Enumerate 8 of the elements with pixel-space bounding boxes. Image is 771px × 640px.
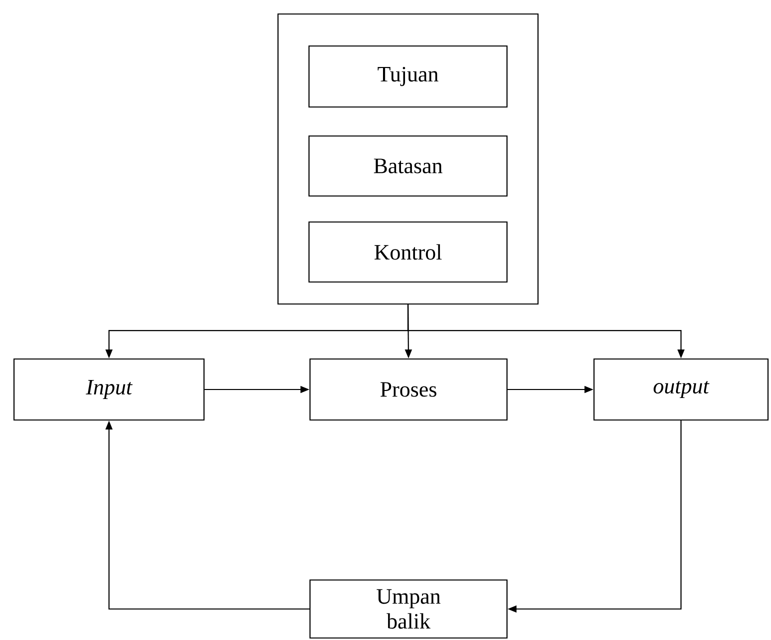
process-box: Batasan xyxy=(308,135,508,197)
process-box: Tujuan xyxy=(308,45,508,108)
process-box: Proses xyxy=(309,358,508,421)
process-box: output xyxy=(593,358,769,421)
process-box: Input xyxy=(13,358,205,421)
process-box: Kontrol xyxy=(308,221,508,283)
process-box: Umpan balik xyxy=(309,579,508,639)
container-box xyxy=(277,13,539,305)
